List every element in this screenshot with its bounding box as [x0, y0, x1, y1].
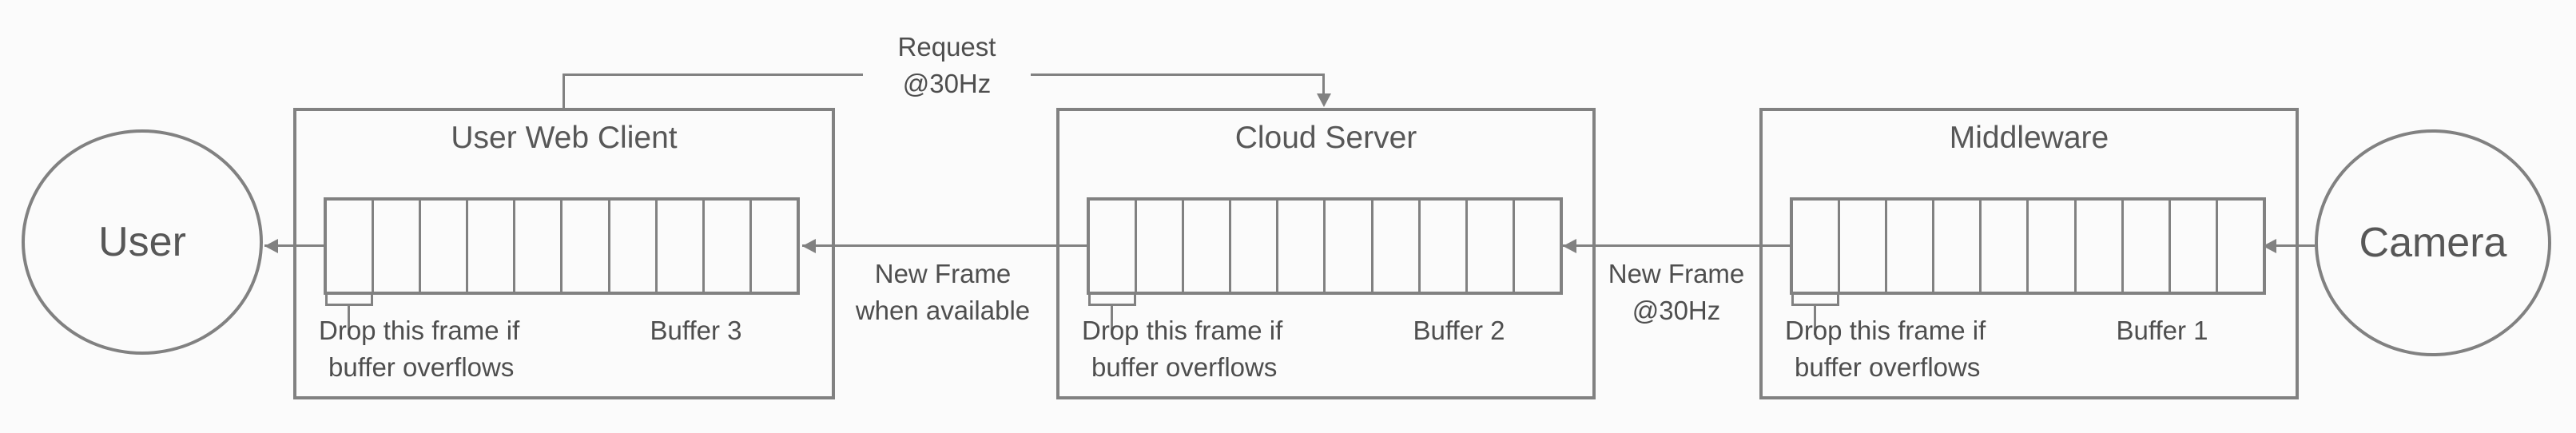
edge-label-line2: when available: [855, 296, 1031, 325]
arrowhead-down-to-cloud: [1317, 93, 1331, 107]
buffer-cell: [1468, 201, 1515, 292]
drop-note-line1: Drop this frame if: [1785, 316, 1986, 345]
edge-label-new-frame-30hz: New Frame @30Hz: [1566, 256, 1787, 329]
arrow-line-camera-to-middleware: [2263, 244, 2315, 247]
drop-note-line1: Drop this frame if: [1082, 316, 1283, 345]
request-riser-line: [563, 74, 565, 109]
edge-label-line1: Request: [897, 32, 996, 62]
buffer-cell: [1090, 201, 1138, 292]
buffer-cell: [1840, 201, 1888, 292]
arrow-line-middleware-to-cloud: [1563, 244, 1790, 247]
buffer-cell: [374, 201, 422, 292]
drop-note-line2: buffer overflows: [1091, 352, 1278, 382]
buffer-cell: [1793, 201, 1841, 292]
buffer-cell: [658, 201, 705, 292]
cloud-server-title: Cloud Server: [1234, 121, 1417, 155]
frame-buffer-1: [1790, 197, 2266, 295]
arrow-line-cloud-to-uwc: [802, 244, 1087, 247]
request-drop-line: [1322, 73, 1325, 96]
buffer-cell: [2218, 201, 2263, 292]
buffer-cell: [515, 201, 563, 292]
drop-frame-connector: [1814, 306, 1816, 335]
edge-label-line2: @30Hz: [1632, 296, 1721, 325]
buffer-cell: [468, 201, 516, 292]
buffer-cell: [327, 201, 375, 292]
camera-node: Camera: [2315, 129, 2551, 356]
buffer-cell: [2077, 201, 2124, 292]
middleware-title: Middleware: [1949, 121, 2109, 155]
buffer-cell: [1373, 201, 1421, 292]
arrowhead-left-to-middleware: [2263, 239, 2276, 253]
buffer-cell: [705, 201, 752, 292]
buffer-cell: [752, 201, 797, 292]
buffer-cell: [1326, 201, 1373, 292]
buffer-cell: [2124, 201, 2171, 292]
buffer-cell: [1421, 201, 1468, 292]
middleware-box: Middleware Drop this frame if buffer ove…: [1759, 108, 2299, 399]
buffer-cell: [1231, 201, 1279, 292]
user-web-client-box: User Web Client Drop this frame if buffe…: [293, 108, 835, 399]
arrowhead-left-to-cloud: [1563, 239, 1576, 253]
drop-frame-connector: [348, 306, 350, 335]
drop-frame-bracket: [325, 295, 373, 306]
buffer-cell: [563, 201, 610, 292]
buffer-cell: [1887, 201, 1935, 292]
edge-label-line1: New Frame: [874, 259, 1012, 288]
drop-frame-bracket: [1088, 295, 1136, 306]
cloud-server-box: Cloud Server Drop this frame if buffer o…: [1056, 108, 1596, 399]
arrowhead-left-to-user: [264, 239, 278, 253]
drop-note: Drop this frame if buffer overflows: [1082, 312, 1401, 386]
buffer-2-label: Buffer 2: [1413, 316, 1505, 345]
drop-frame-bracket: [1791, 295, 1839, 306]
drop-note: Drop this frame if buffer overflows: [319, 312, 638, 386]
edge-label-line2: @30Hz: [902, 69, 992, 98]
drop-note-line1: Drop this frame if: [319, 316, 520, 345]
buffer-cell: [1137, 201, 1185, 292]
buffer-cell: [2029, 201, 2077, 292]
camera-node-label: Camera: [2359, 220, 2507, 266]
frame-buffer-3: [324, 197, 800, 295]
buffer-cell: [610, 201, 658, 292]
buffer-cell: [1934, 201, 1982, 292]
edge-label-request-30hz: Request @30Hz: [863, 29, 1031, 102]
user-web-client-title: User Web Client: [451, 121, 678, 155]
buffer-3-label: Buffer 3: [650, 316, 742, 345]
drop-frame-connector: [1111, 306, 1113, 335]
buffer-cell: [421, 201, 469, 292]
user-node-label: User: [98, 219, 186, 265]
edge-label-new-frame-when-available: New Frame when available: [811, 256, 1075, 329]
edge-label-line1: New Frame: [1608, 259, 1745, 288]
buffer-cell: [1278, 201, 1326, 292]
drop-note: Drop this frame if buffer overflows: [1785, 312, 2105, 386]
buffer-1-label: Buffer 1: [2116, 316, 2208, 345]
buffer-cell: [1982, 201, 2029, 292]
drop-note-line2: buffer overflows: [328, 352, 515, 382]
buffer-cell: [1515, 201, 1560, 292]
arrow-line-uwc-to-user: [264, 244, 324, 247]
frame-buffer-2: [1087, 197, 1563, 295]
buffer-cell: [2171, 201, 2218, 292]
buffer-cell: [1184, 201, 1232, 292]
arrowhead-left-to-uwc: [802, 239, 816, 253]
user-node: User: [22, 129, 263, 355]
drop-note-line2: buffer overflows: [1795, 352, 1981, 382]
